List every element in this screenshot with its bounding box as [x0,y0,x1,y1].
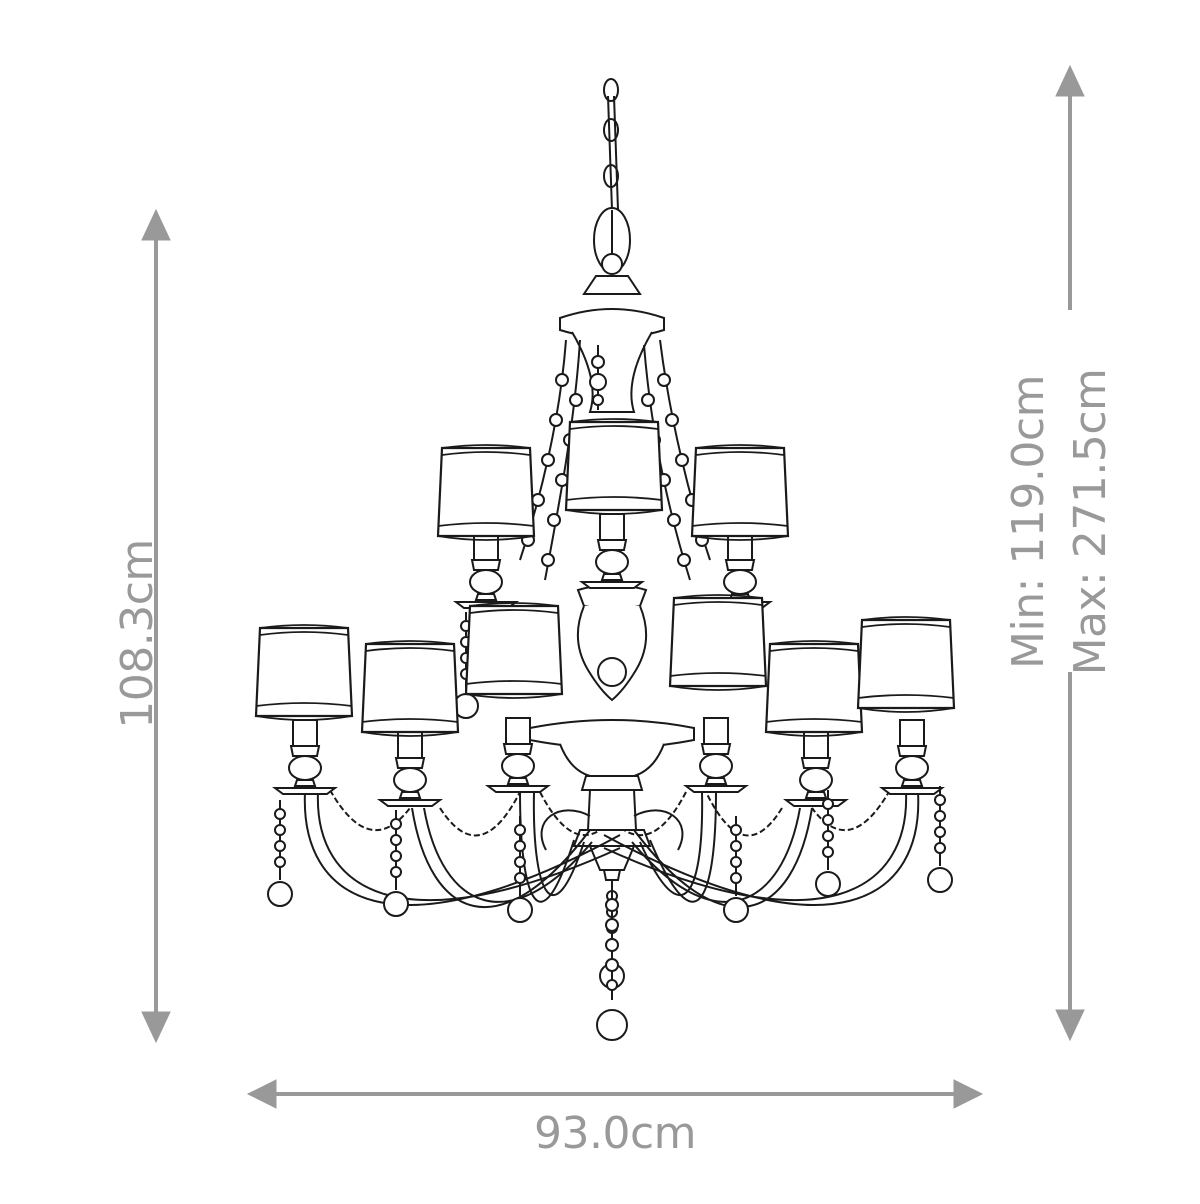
curved-arms [303,791,920,908]
width-dimension-label: 93.0cm [533,1108,697,1159]
bottom-drop-pendant [596,880,628,1041]
chain [593,78,631,273]
column-top [559,253,665,413]
width-dimension-arrow [246,1079,984,1109]
drop-dimension-label: Min: 119.0cm Max: 271.5cm [998,322,1122,722]
height-dimension-arrow [141,208,171,1044]
bead-swags [329,789,891,837]
drop-min-label: Min: 119.0cm [1003,375,1054,669]
drop-max-label: Max: 271.5cm [1065,368,1116,676]
drop-dimension-arrow [1055,64,1085,1042]
height-dimension-label: 108.3cm [112,539,163,729]
chandelier-drawing [254,78,956,1041]
central-body [529,584,695,881]
